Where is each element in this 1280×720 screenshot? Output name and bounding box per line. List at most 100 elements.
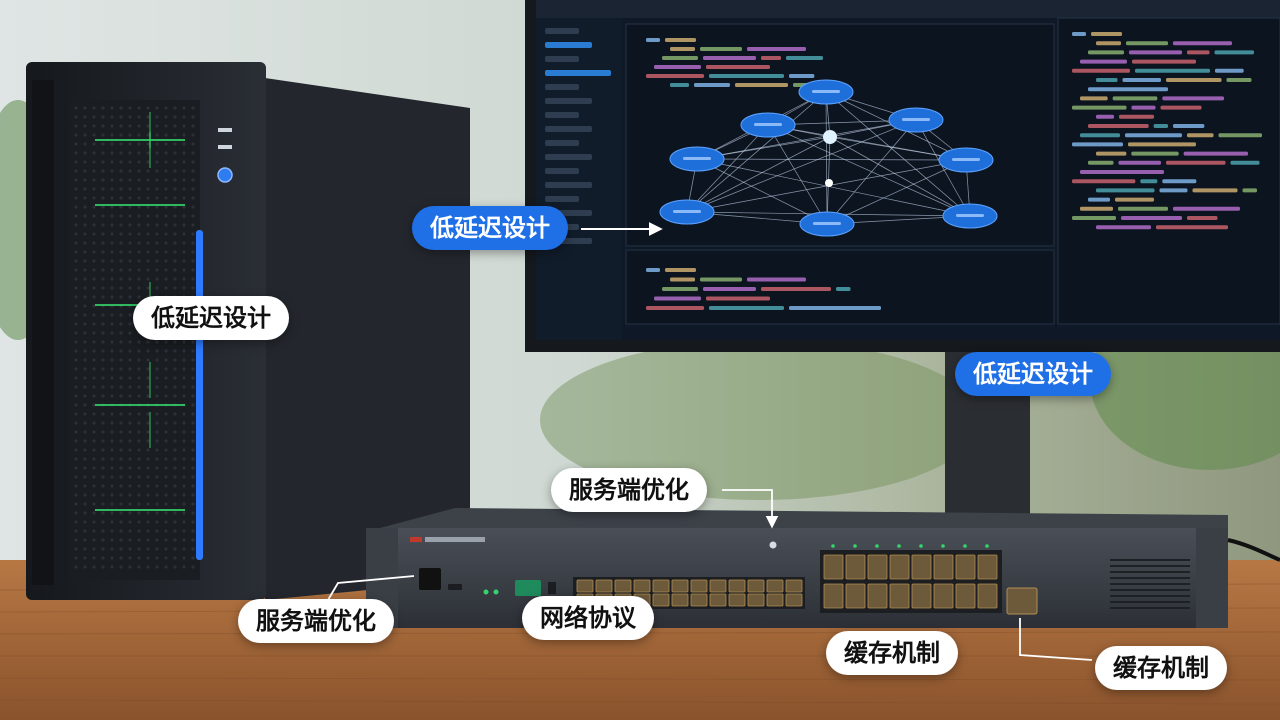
network-edge bbox=[686, 119, 917, 213]
mesh-hole bbox=[146, 448, 150, 452]
network-node-label-bar bbox=[813, 222, 841, 225]
mesh-hole bbox=[182, 277, 186, 281]
mesh-hole bbox=[155, 187, 159, 191]
mesh-hole bbox=[92, 556, 96, 560]
right-pane-code-line bbox=[1080, 96, 1108, 101]
mesh-hole bbox=[128, 187, 132, 191]
mesh-hole bbox=[137, 358, 141, 362]
mesh-hole bbox=[83, 511, 87, 515]
mesh-hole bbox=[173, 340, 177, 344]
mesh-hole bbox=[155, 133, 159, 137]
mesh-hole bbox=[137, 376, 141, 380]
mesh-hole bbox=[155, 268, 159, 272]
mesh-hole bbox=[182, 394, 186, 398]
mesh-hole bbox=[164, 475, 168, 479]
mesh-hole bbox=[110, 475, 114, 479]
mesh-hole bbox=[101, 520, 105, 524]
switch-console-port bbox=[448, 584, 462, 590]
mesh-hole bbox=[137, 340, 141, 344]
mesh-hole bbox=[92, 484, 96, 488]
switch-port-led bbox=[919, 544, 923, 548]
mesh-hole bbox=[182, 511, 186, 515]
mesh-hole bbox=[74, 160, 78, 164]
mesh-hole bbox=[83, 358, 87, 362]
editor-code-line bbox=[670, 47, 695, 51]
mesh-hole bbox=[182, 367, 186, 371]
mesh-hole bbox=[137, 538, 141, 542]
switch-sfp-port bbox=[548, 582, 556, 594]
mesh-hole bbox=[110, 295, 114, 299]
mesh-hole bbox=[146, 205, 150, 209]
mesh-hole bbox=[128, 223, 132, 227]
mesh-hole bbox=[83, 313, 87, 317]
mesh-hole bbox=[191, 133, 195, 137]
mesh-hole bbox=[146, 520, 150, 524]
mesh-hole bbox=[110, 430, 114, 434]
mesh-hole bbox=[137, 106, 141, 110]
mesh-hole bbox=[119, 376, 123, 380]
mesh-hole bbox=[191, 439, 195, 443]
mesh-hole bbox=[74, 115, 78, 119]
mesh-hole bbox=[74, 205, 78, 209]
mesh-hole bbox=[155, 529, 159, 533]
mesh-hole bbox=[182, 439, 186, 443]
mesh-hole bbox=[182, 169, 186, 173]
mesh-hole bbox=[74, 358, 78, 362]
mesh-hole bbox=[92, 439, 96, 443]
terminal-code-line bbox=[709, 306, 784, 310]
mesh-hole bbox=[164, 457, 168, 461]
mesh-hole bbox=[128, 142, 132, 146]
mesh-hole bbox=[74, 439, 78, 443]
terminal-code-line bbox=[662, 287, 698, 291]
mesh-hole bbox=[119, 133, 123, 137]
mesh-hole bbox=[83, 286, 87, 290]
mesh-hole bbox=[128, 124, 132, 128]
mesh-hole bbox=[92, 232, 96, 236]
mesh-hole bbox=[128, 205, 132, 209]
mesh-hole bbox=[74, 385, 78, 389]
mesh-hole bbox=[128, 133, 132, 137]
mesh-hole bbox=[137, 430, 141, 434]
mesh-hole bbox=[74, 502, 78, 506]
mesh-hole bbox=[164, 529, 168, 533]
mesh-hole bbox=[74, 394, 78, 398]
mesh-hole bbox=[74, 295, 78, 299]
mesh-hole bbox=[128, 160, 132, 164]
mesh-hole bbox=[173, 196, 177, 200]
mesh-hole bbox=[92, 466, 96, 470]
mesh-hole bbox=[83, 259, 87, 263]
mesh-hole bbox=[155, 259, 159, 263]
terminal-code-line bbox=[706, 296, 770, 301]
mesh-hole bbox=[92, 151, 96, 155]
mesh-hole bbox=[191, 394, 195, 398]
mesh-hole bbox=[128, 331, 132, 335]
ide-sidebar-item bbox=[545, 70, 611, 76]
mesh-hole bbox=[110, 286, 114, 290]
mesh-hole bbox=[182, 376, 186, 380]
mesh-hole bbox=[128, 556, 132, 560]
mesh-hole bbox=[146, 457, 150, 461]
right-pane-code-line bbox=[1242, 188, 1257, 193]
mesh-hole bbox=[101, 349, 105, 353]
right-pane-code-line bbox=[1129, 50, 1182, 55]
mesh-hole bbox=[92, 340, 96, 344]
terminal-code-line bbox=[747, 277, 806, 282]
right-pane-code-line bbox=[1218, 133, 1262, 138]
mesh-hole bbox=[119, 115, 123, 119]
mesh-hole bbox=[74, 187, 78, 191]
network-node-label-bar bbox=[956, 214, 984, 217]
mesh-hole bbox=[92, 187, 96, 191]
network-edge bbox=[826, 119, 917, 225]
mesh-hole bbox=[155, 241, 159, 245]
mesh-hole bbox=[191, 106, 195, 110]
mesh-hole bbox=[164, 277, 168, 281]
right-pane-code-line bbox=[1091, 32, 1122, 36]
mesh-hole bbox=[155, 565, 159, 569]
mesh-hole bbox=[83, 169, 87, 173]
right-pane-code-line bbox=[1215, 68, 1244, 73]
mesh-hole bbox=[101, 466, 105, 470]
right-pane-code-line bbox=[1214, 50, 1254, 55]
callout-connectors bbox=[327, 222, 1093, 661]
mesh-hole bbox=[83, 133, 87, 137]
